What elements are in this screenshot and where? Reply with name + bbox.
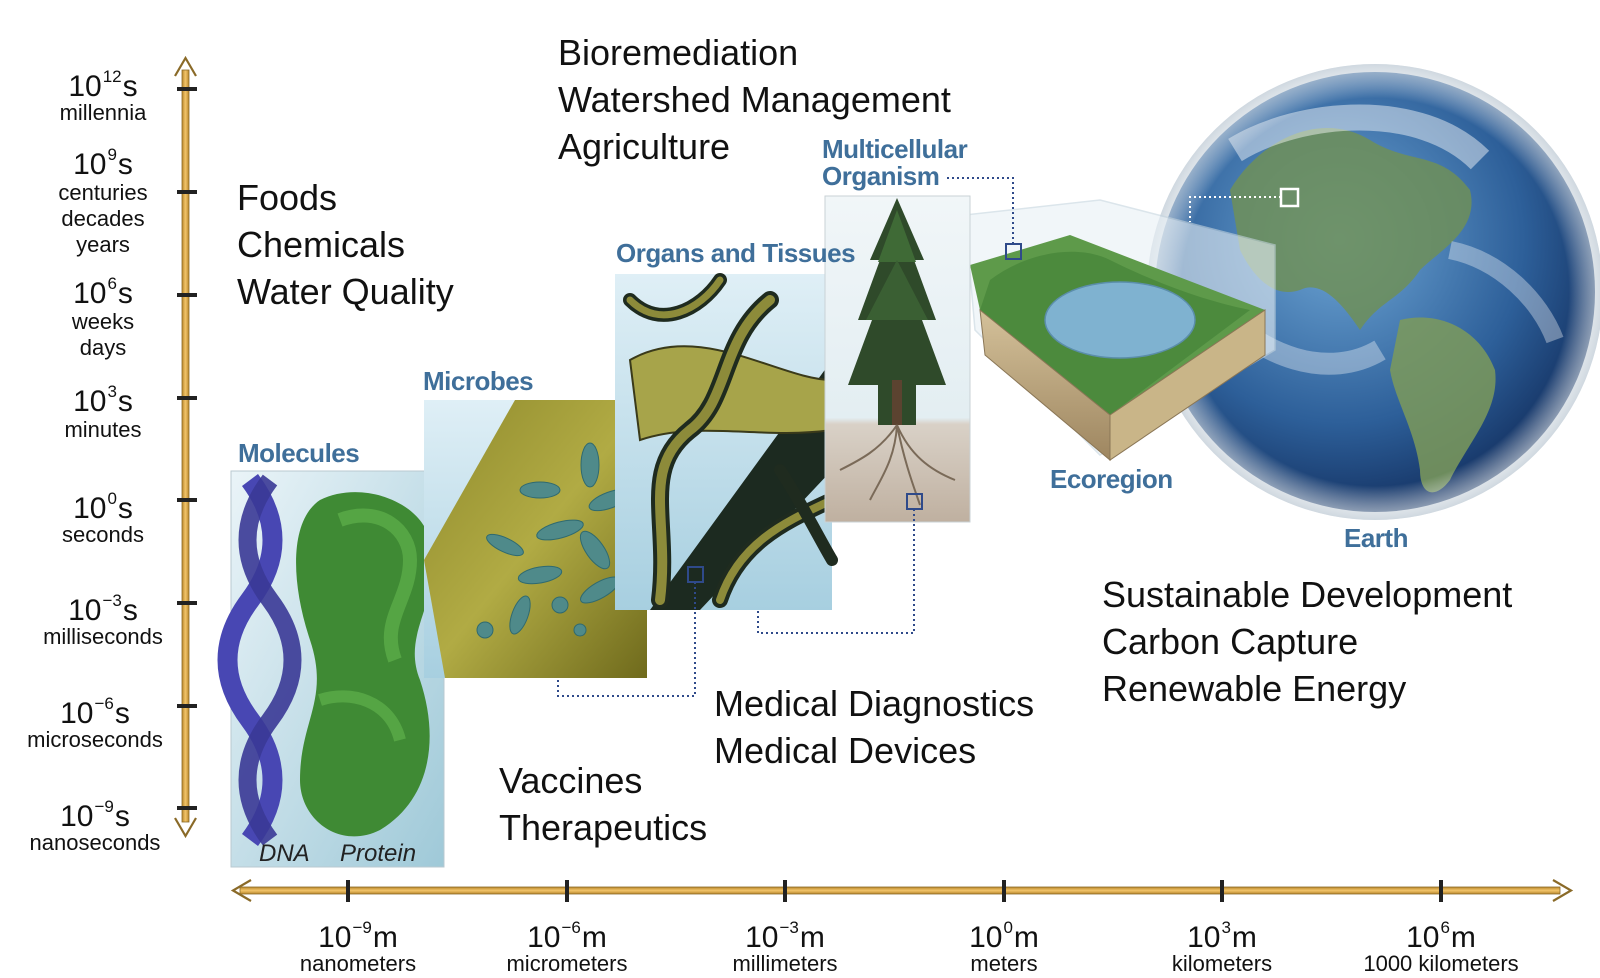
medical-group: Medical Diagnostics Medical Devices [714,683,1035,771]
length-tick: 100m meters [969,918,1039,976]
foods-group: Foods Chemicals Water Quality [237,177,454,312]
vaccines-group: Vaccines Therapeutics [499,760,708,848]
molecules-label: Molecules [238,438,360,468]
ecoregion-illustration [946,177,1276,462]
dna-caption: DNA [259,840,310,867]
time-tick: 1012s millennia [59,67,147,125]
time-tick: 10−6s microseconds [27,694,163,752]
time-tick: 109s centuries decades years [58,145,148,257]
ecoregion-label: Ecoregion [1050,464,1173,494]
time-tick: 103s minutes [64,382,142,442]
length-tick: 106m 1000 kilometers [1363,918,1519,976]
length-tick: 103m kilometers [1171,918,1273,976]
time-axis [174,55,197,839]
time-tick: 100s seconds [62,489,144,547]
microbes-label: Microbes [423,366,534,396]
multicellular-label: Multicellular [822,134,968,164]
earth-illustration [1147,64,1600,520]
protein-caption: Protein [340,840,417,867]
time-tick: 10−9s nanoseconds [29,797,161,855]
organs-tissues-label: Organs and Tissues [616,238,856,268]
time-tick: 106s weeks days [71,274,135,360]
time-tick: 10−3s milliseconds [43,591,163,649]
molecules-panel [217,470,445,868]
organism-panel [757,195,971,634]
length-axis [230,879,1574,902]
length-tick: 10−9m nanometers [299,918,417,976]
length-tick: 10−6m micrometers [506,918,628,976]
organism-label: Organism [822,161,940,191]
sustainable-group: Sustainable Development Carbon Capture R… [1102,574,1513,709]
microbes-panel [424,400,647,678]
length-tick: 10−3m millimeters [732,918,838,976]
bioremediation-group: Bioremediation Watershed Management Agri… [558,32,951,167]
earth-label: Earth [1344,523,1408,553]
organs-tissues-panel [557,273,840,697]
